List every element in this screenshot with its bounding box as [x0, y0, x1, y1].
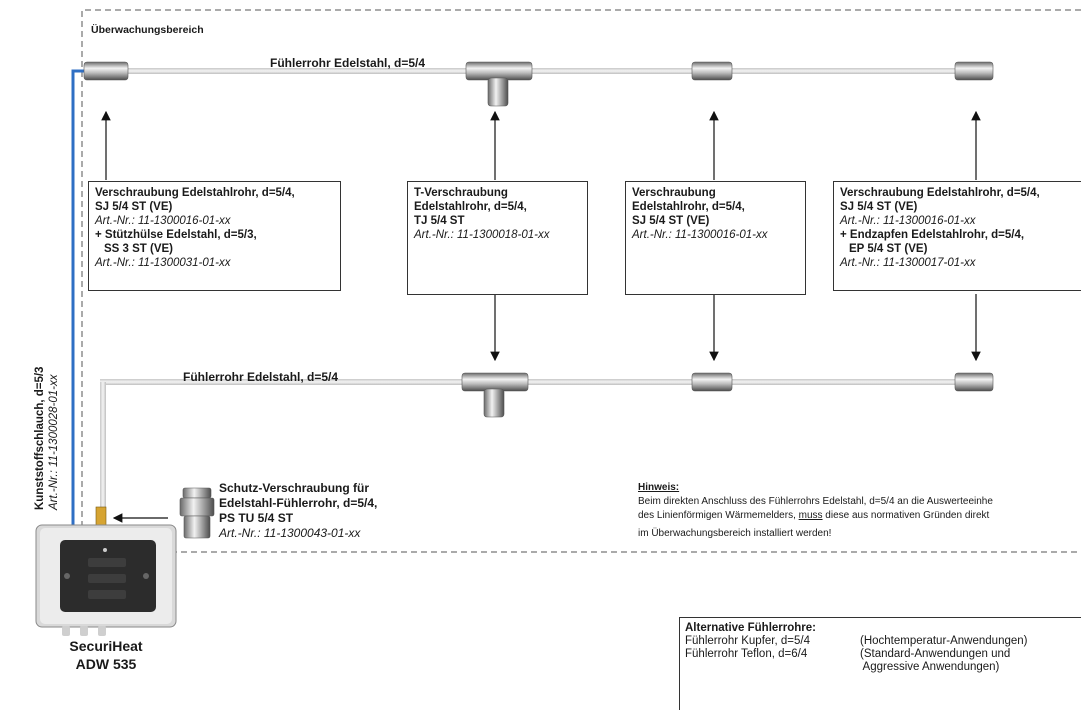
component-box-fitting-endcap: Verschraubung Edelstahlrohr, d=5/4, SJ 5/… [833, 181, 1081, 291]
protect-line-2: Edelstahl-Fühlerrohr, d=5/4, [219, 496, 378, 510]
note-line-2: des Linienförmigen Wärmemelders, muss di… [638, 509, 1081, 523]
fitting-bottom-3 [691, 372, 733, 392]
box-line: Art.-Nr.: 11-1300016-01-xx [95, 215, 231, 227]
box-line: Art.-Nr.: 11-1300018-01-xx [414, 229, 550, 241]
alternative-tubes-box: Alternative Fühlerrohre: Fühlerrohr Kupf… [679, 617, 1081, 710]
protect-article: Art.-Nr.: 11-1300043-01-xx [219, 526, 361, 540]
sensor-tube-riser [100, 382, 106, 510]
fitting-top-4 [954, 61, 994, 81]
monitoring-area-label: Überwachungsbereich [91, 24, 204, 36]
box-line: + Stützhülse Edelstahl, d=5/3, [95, 229, 257, 241]
device-name: SecuriHeat [69, 638, 143, 654]
sensor-tube-bottom [100, 379, 965, 385]
alternative-row: Fühlerrohr Teflon, d=6/4 (Standard-Anwend… [685, 648, 1076, 661]
device-model: ADW 535 [75, 656, 137, 672]
hose-label: Kunststoffschlauch, d=5/3 Art.-Nr.: 11-1… [33, 367, 61, 510]
bottom-tube-label: Fühlerrohr Edelstahl, d=5/4 [183, 370, 339, 384]
box-line: T-Verschraubung [414, 187, 508, 199]
sensor-tube-top [125, 68, 965, 74]
note-line-2b: muss [798, 510, 823, 521]
plastic-hose [71, 69, 100, 527]
box-line: Art.-Nr.: 11-1300031-01-xx [95, 257, 231, 269]
note-line-3: im Überwachungsbereich installiert werde… [638, 528, 832, 539]
fitting-top-3 [691, 61, 733, 81]
protection-fitting-text: Schutz-Verschraubung für Edelstahl-Fühle… [219, 481, 377, 541]
box-line: SJ 5/4 ST (VE) [95, 201, 173, 213]
alternative-tube-use: (Hochtemperatur-Anwendungen) [860, 635, 1028, 647]
box-line: + Endzapfen Edelstahlrohr, d=5/4, [840, 229, 1025, 241]
box-line: SS 3 ST (VE) [104, 243, 174, 255]
box-line: Art.-Nr.: 11-1300017-01-xx [840, 257, 976, 269]
box-line: SJ 5/4 ST (VE) [840, 201, 918, 213]
note-line-1: Beim direkten Anschluss des Fühlerrohrs … [638, 496, 993, 507]
box-line: Art.-Nr.: 11-1300016-01-xx [840, 215, 976, 227]
protect-line-3: PS TU 5/4 ST [219, 511, 294, 525]
box-line: SJ 5/4 ST (VE) [632, 215, 710, 227]
protection-fitting [179, 487, 215, 539]
box-line: Edelstahlrohr, d=5/4, [414, 201, 527, 213]
top-tube-label: Fühlerrohr Edelstahl, d=5/4 [270, 56, 426, 70]
note-title: Hinweis: [638, 482, 680, 493]
box-line: Verschraubung Edelstahlrohr, d=5/4, [95, 187, 295, 199]
alternative-tube-use: (Standard-Anwendungen und [860, 648, 1011, 660]
box-line: Art.-Nr.: 11-1300016-01-xx [632, 229, 768, 241]
note-block: Hinweis: Beim direkten Anschluss des Füh… [638, 481, 1081, 541]
fitting-top-1 [83, 61, 129, 81]
alternative-row: Aggressive Anwendungen) [685, 661, 1076, 674]
alternative-tube-name: Fühlerrohr Kupfer, d=5/4 [685, 635, 810, 647]
hose-article: Art.-Nr.: 11-1300028-01-xx [48, 374, 60, 510]
alternative-tube-use: Aggressive Anwendungen) [860, 661, 1000, 673]
securiheat-device [35, 506, 177, 636]
tee-fitting-top [465, 61, 533, 107]
note-line-2a: des Linienförmigen Wärmemelders, [638, 510, 799, 521]
fitting-bottom-4 [954, 372, 994, 392]
hose-title: Kunststoffschlauch, d=5/3 [34, 366, 46, 510]
box-line: EP 5/4 ST (VE) [849, 243, 928, 255]
monitoring-area-border [81, 9, 1081, 553]
box-line: Edelstahlrohr, d=5/4, [632, 201, 745, 213]
alternative-tube-name: Fühlerrohr Teflon, d=6/4 [685, 648, 808, 660]
protect-line-1: Schutz-Verschraubung für [219, 481, 370, 495]
alternative-title: Alternative Fühlerrohre: [685, 622, 816, 634]
device-label: SecuriHeat ADW 535 [36, 637, 176, 673]
note-line-2c: diese aus normativen Gründen direkt [822, 510, 990, 521]
box-line: Verschraubung [632, 187, 716, 199]
box-line: Verschraubung Edelstahlrohr, d=5/4, [840, 187, 1040, 199]
component-box-fitting-support: Verschraubung Edelstahlrohr, d=5/4, SJ 5/… [88, 181, 341, 291]
tee-fitting-bottom [461, 372, 529, 418]
alternative-row: Fühlerrohr Kupfer, d=5/4 (Hochtemperatur-… [685, 635, 1076, 648]
alternative-tube-name [685, 661, 860, 674]
box-line: TJ 5/4 ST [414, 215, 465, 227]
